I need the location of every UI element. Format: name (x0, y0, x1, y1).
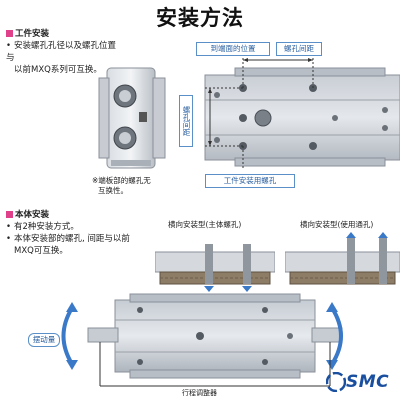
section2-text: •有2种安装方式。 •本体安装部的螺孔, 间距与以前 MXQ可互换。 (6, 221, 156, 257)
callout-hole-pitch-top: 螺孔间距 (276, 42, 322, 56)
mount-type-left-illustration (155, 244, 275, 292)
section1-line1: 安装螺孔孔径以及螺孔位置与 (6, 41, 117, 63)
section2-line1: 有2种安装方式。 (14, 222, 79, 232)
section-workpiece-mount-heading: 工件安装 (6, 27, 49, 39)
section-marker-icon (6, 29, 13, 37)
mount-type-left-title: 横向安装型(主体螺孔) (168, 220, 242, 229)
note-end-plate: ※端板部的螺孔无 互换性。 (92, 176, 182, 196)
smc-swirl-icon (326, 372, 346, 392)
callout-end-position: 到端面的位置 (196, 42, 270, 56)
note-line1: ※端板部的螺孔无 (92, 176, 151, 185)
swing-amount-label: 摆动量 (28, 333, 60, 347)
callout-hole-pitch-side: 螺孔间距 (179, 95, 193, 147)
bottom-slide-table-illustration (61, 293, 343, 387)
page-title: 安装方法 (156, 6, 244, 30)
section1-text: •安装螺孔孔径以及螺孔位置与 以前MXQ系列可互换。 (6, 41, 117, 75)
section-heading-text: 本体安装 (15, 210, 50, 220)
mount-type-right-illustration (285, 232, 400, 285)
section-body-mount-heading: 本体安装 (6, 208, 49, 220)
section1-line2: 以前MXQ系列可互换。 (14, 65, 102, 75)
section2-line2: 本体安装部的螺孔, 间距与以前 (14, 234, 130, 244)
callout-workpiece-hole: 工件安装用螺孔 (205, 174, 295, 188)
top-view-illustration (204, 50, 400, 170)
smc-logo-text: SMC (346, 372, 390, 392)
smc-logo: SMC (326, 372, 389, 392)
end-view-illustration (98, 67, 166, 169)
note-line2: 互换性。 (98, 186, 128, 195)
mount-type-right-title: 横向安装型(使用通孔) (300, 220, 374, 229)
stroke-adjuster-label: 行程调整器 (182, 389, 217, 397)
section2-line3: MXQ可互换。 (14, 246, 68, 256)
section-marker-icon (6, 210, 13, 218)
section-heading-text: 工件安装 (15, 29, 50, 39)
